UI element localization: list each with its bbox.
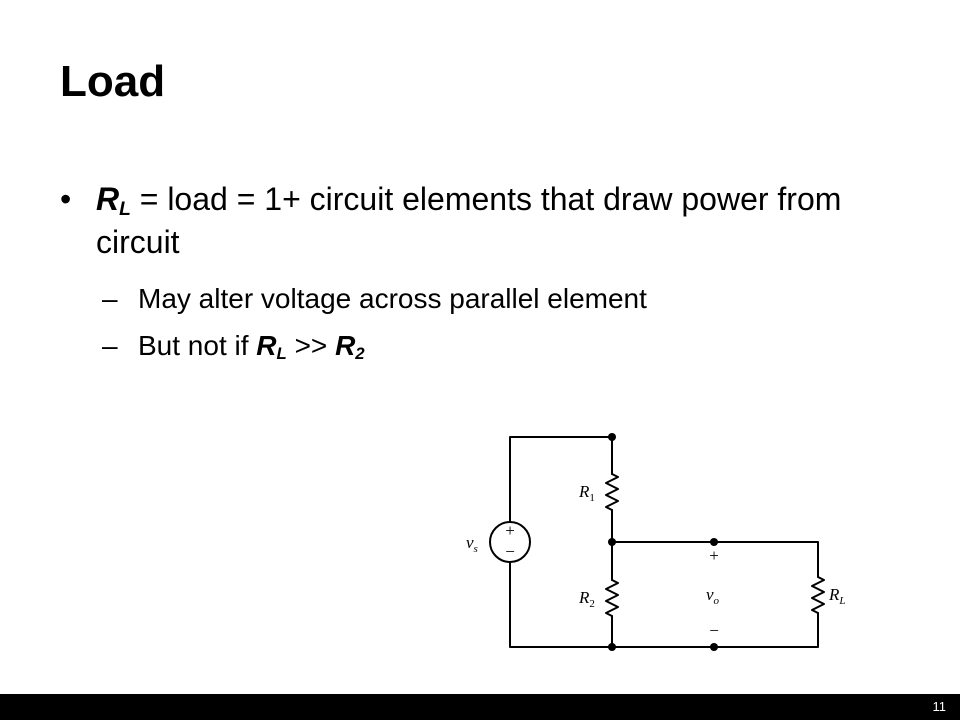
voltage-source — [489, 521, 531, 563]
label-r1: R1 — [578, 482, 595, 504]
bullet-sub-2-middle: >> — [286, 330, 336, 361]
bullet-sub-1-text: May alter voltage across parallel elemen… — [138, 283, 647, 314]
wire-rl-bottom — [611, 612, 819, 648]
symbol-rl-inline: RL — [256, 330, 287, 364]
voltage-divider-circuit: + − vs R1 R2 RL + vo − — [466, 433, 846, 651]
resistor-rl — [811, 576, 825, 614]
label-vs: vs — [466, 533, 478, 555]
bullet-sub-1: – May alter voltage across parallel elem… — [60, 283, 920, 315]
wire-rl-top — [611, 541, 819, 578]
node-bottom-output — [710, 643, 718, 651]
label-rl: RL — [828, 585, 846, 607]
symbol-r2-inline: R2 — [335, 330, 365, 364]
source-plus-sign: + — [505, 521, 515, 540]
circuit-nodes — [608, 433, 718, 651]
node-mid-left — [608, 538, 616, 546]
wire-top-left — [509, 436, 613, 523]
bullet-dot: • — [60, 181, 72, 217]
bullet-dash: – — [102, 283, 118, 314]
node-mid-output — [710, 538, 718, 546]
slide-title: Load — [60, 57, 166, 106]
bullet-sub-2: – But not if RL >> R2 — [60, 330, 920, 362]
page-number: 11 — [932, 699, 947, 714]
output-plus-sign: + — [709, 546, 719, 565]
label-vo: vo — [706, 585, 720, 607]
footer-bar: 11 — [0, 694, 960, 720]
resistor-r2 — [605, 579, 619, 617]
resistor-r1 — [605, 473, 619, 511]
symbol-rl: RL — [96, 181, 131, 220]
label-r2: R2 — [578, 588, 595, 610]
output-minus-sign: − — [709, 621, 719, 640]
bullet-main-text: = load = 1+ circuit elements that draw p… — [96, 181, 842, 260]
node-bottom-left — [608, 643, 616, 651]
bullet-list: • RL = load = 1+ circuit elements that d… — [60, 178, 920, 362]
bullet-sub-2-prefix: But not if — [138, 330, 257, 361]
bullet-dash: – — [102, 330, 118, 361]
wire-bottom-left — [509, 561, 613, 648]
node-top — [608, 433, 616, 441]
bullet-main: • RL = load = 1+ circuit elements that d… — [60, 178, 920, 264]
source-minus-sign: − — [505, 542, 515, 561]
